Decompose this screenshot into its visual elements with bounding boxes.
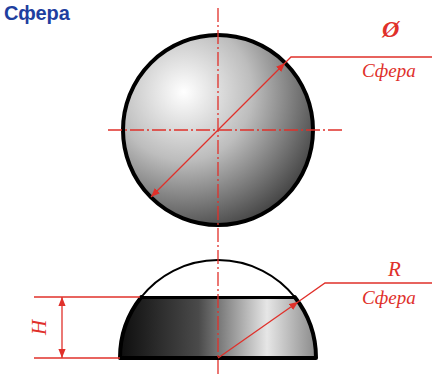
radius-symbol: R xyxy=(388,259,401,280)
title: Сфера xyxy=(4,3,70,23)
center-line xyxy=(217,8,218,374)
center-line xyxy=(108,129,342,130)
dimension-note: Сфера xyxy=(362,288,416,307)
diameter-symbol: Ø xyxy=(382,17,399,41)
radius-line xyxy=(218,302,298,358)
height-dimension xyxy=(61,297,62,358)
extension-line xyxy=(34,296,140,297)
dimension-note: Сфера xyxy=(362,61,416,80)
diameter-line xyxy=(151,63,285,197)
extension-line xyxy=(34,357,120,358)
height-symbol: H xyxy=(29,320,50,335)
